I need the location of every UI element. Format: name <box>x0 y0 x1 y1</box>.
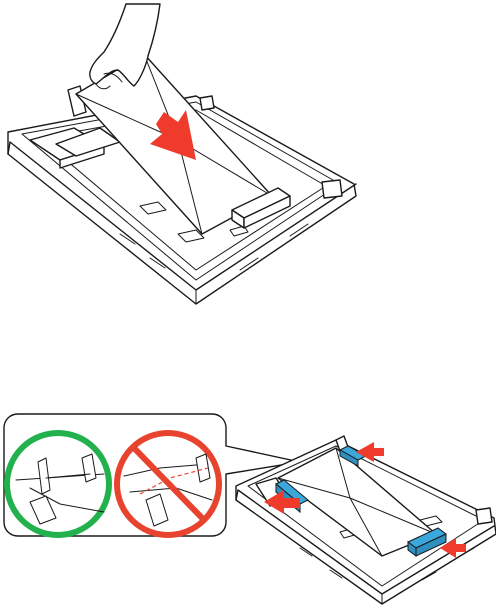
check-circle-icon <box>7 433 109 535</box>
bottom-panel-adjusting-guides <box>4 414 496 604</box>
top-panel-loading-envelope <box>8 4 356 304</box>
prohibited-circle-icon <box>117 433 219 535</box>
